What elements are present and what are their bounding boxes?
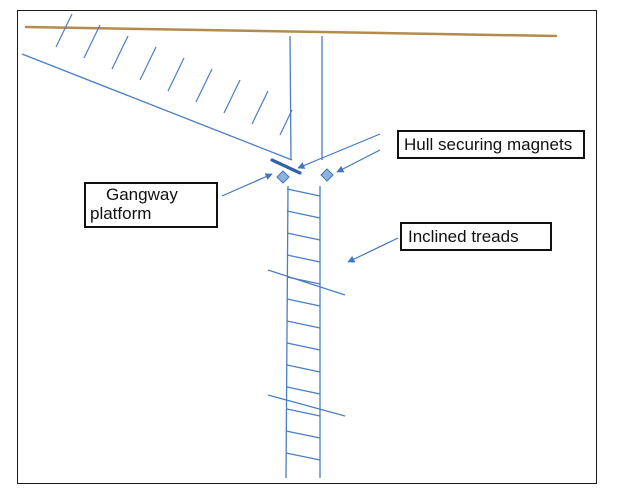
hull-line xyxy=(21,53,293,161)
arrow-magnet-right xyxy=(336,149,381,173)
hull-securing-magnets-label: Hull securing magnets xyxy=(397,130,585,159)
ladder-rails xyxy=(285,185,321,479)
hull-hatching xyxy=(55,13,293,136)
arrow-treads xyxy=(347,237,399,263)
magnet-left-icon xyxy=(276,170,290,184)
inclined-treads-text: Inclined treads xyxy=(408,227,519,246)
magnet-right-icon xyxy=(320,168,334,182)
extension-lines xyxy=(267,269,346,417)
gangway-label-line2: platform xyxy=(90,203,152,223)
callout-arrows xyxy=(221,133,399,263)
tower-rails xyxy=(289,35,323,161)
gangway-label-line1: Gangway xyxy=(106,185,178,204)
inclined-treads-label: Inclined treads xyxy=(400,222,552,251)
gangway-platform-label: Gangway platform xyxy=(84,182,218,228)
arrow-magnet-left xyxy=(297,133,381,169)
gangway-platform xyxy=(270,158,302,175)
hull-securing-magnets-text: Hull securing magnets xyxy=(404,135,573,154)
inclined-treads xyxy=(285,188,321,461)
deck-line xyxy=(24,25,558,38)
arrow-gangway xyxy=(221,173,273,197)
